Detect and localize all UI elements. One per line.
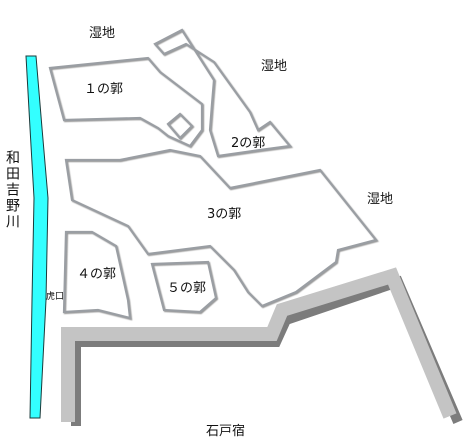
bailey-2-outline: [153, 28, 293, 158]
inner-square-outline: [166, 112, 194, 140]
bailey-1-outline: [48, 56, 204, 148]
bailey-3-label: 3の郭: [207, 207, 242, 222]
gate-label: 虎口: [46, 292, 65, 302]
bailey-5-outline: [150, 260, 218, 314]
wetland-label-right-upper: 湿地: [261, 59, 288, 74]
bailey-1-label: １の郭: [84, 82, 124, 97]
bailey-4-outline: [62, 230, 132, 320]
earthwork-bank: [61, 267, 457, 422]
wetland-label-right-lower: 湿地: [367, 192, 394, 207]
bailey-3-outline: [64, 148, 378, 308]
bailey-5-label: ５の郭: [167, 281, 207, 296]
earthworks: [61, 267, 463, 426]
post-town-label: 石戸宿: [206, 424, 246, 439]
bailey-2-label: 2の郭: [231, 136, 266, 151]
bailey-4-label: ４の郭: [77, 267, 117, 282]
river: [25, 55, 49, 419]
river-label: 和田吉野川: [4, 150, 20, 230]
wetland-label-top: 湿地: [89, 26, 116, 41]
